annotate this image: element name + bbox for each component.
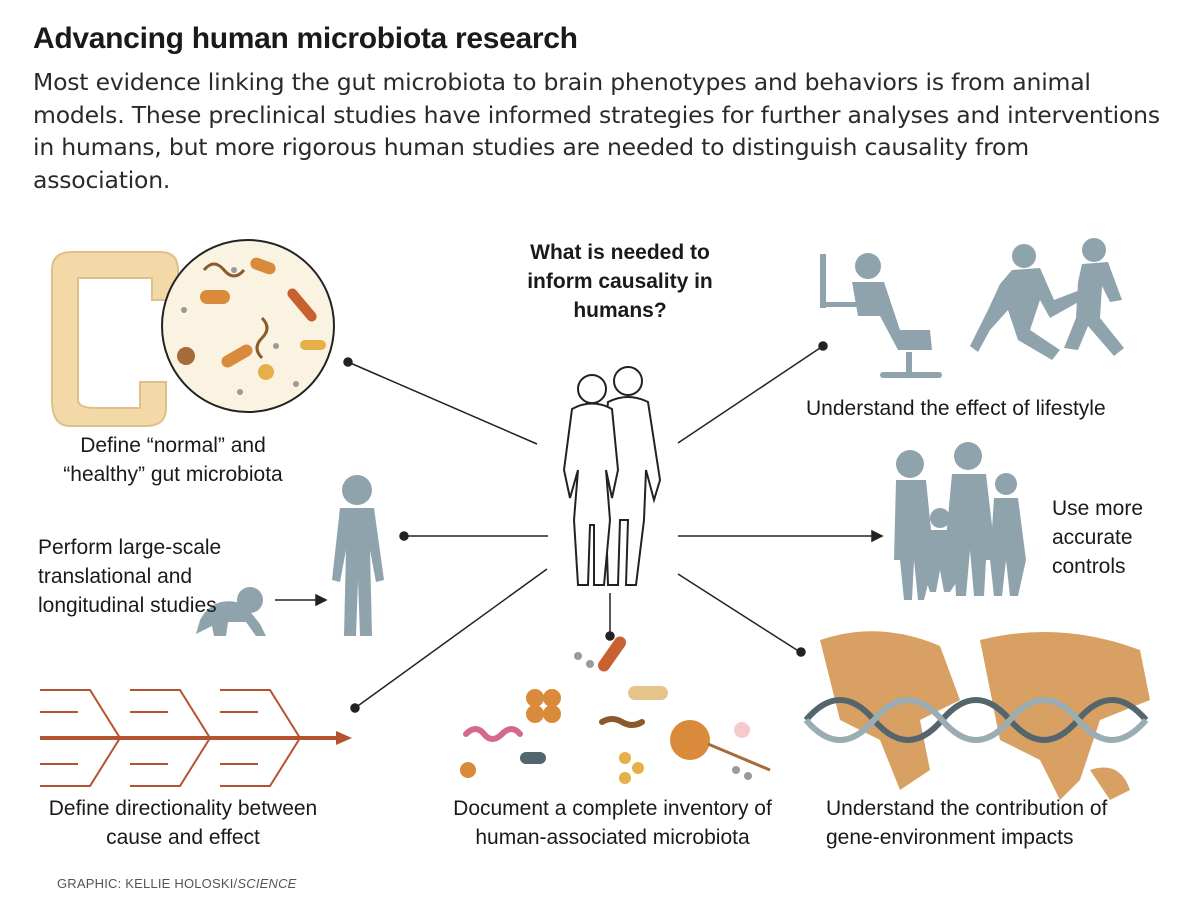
credit-source: SCIENCE xyxy=(237,876,297,891)
connector-lines xyxy=(275,341,884,713)
page-title: Advancing human microbiota research xyxy=(33,22,578,55)
credit-prefix: GRAPHIC: KELLIE HOLOSKI/ xyxy=(57,876,238,891)
center-question: What is needed to inform causality in hu… xyxy=(527,241,713,322)
human-couple-outline xyxy=(562,366,662,586)
page-description: Most evidence linking the gut microbiota… xyxy=(33,68,1160,194)
lifestyle-silhouettes-icon xyxy=(820,238,1124,378)
label-inventory: Document a complete inventory of human-a… xyxy=(453,797,772,849)
label-gene-environment: Understand the contribution of gene-envi… xyxy=(826,797,1108,849)
graphic-credit: GRAPHIC: KELLIE HOLOSKI/SCIENCE xyxy=(57,876,297,891)
baby-to-adult-icon xyxy=(196,475,384,636)
bacteria-inventory-icon xyxy=(460,636,771,784)
label-lifestyle: Understand the effect of lifestyle xyxy=(806,397,1106,420)
label-large-scale: Perform large-scale translational and lo… xyxy=(38,536,222,617)
colon-icon xyxy=(51,251,179,427)
microbiota-magnified-icon xyxy=(161,239,335,413)
directionality-arrow-icon xyxy=(40,689,352,787)
world-map-dna-icon xyxy=(803,631,1150,800)
label-define-normal: Define “normal” and “healthy” gut microb… xyxy=(63,434,283,486)
label-controls: Use more accurate controls xyxy=(1052,497,1144,578)
label-directionality: Define directionality between cause and … xyxy=(48,797,318,849)
family-silhouettes-icon xyxy=(894,442,1026,600)
